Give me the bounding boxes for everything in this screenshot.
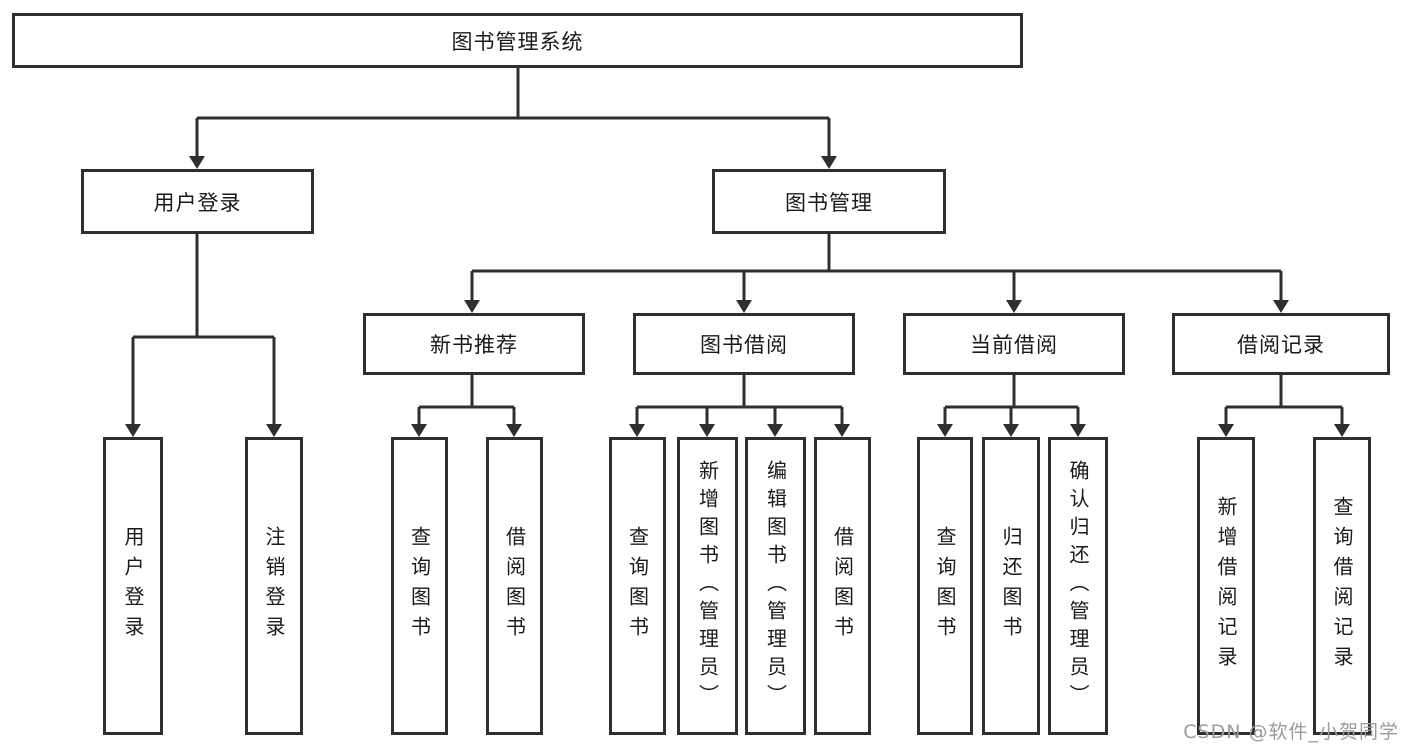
leaf-return-books: 归还图书 bbox=[982, 437, 1040, 735]
leaf-borrow-books-recommend: 借阅图书 bbox=[486, 437, 543, 735]
leaf-add-books-admin: 新增图书（管理员） bbox=[677, 437, 738, 735]
node-current-borrow: 当前借阅 bbox=[903, 313, 1125, 375]
node-new-book-recommend: 新书推荐 bbox=[363, 313, 585, 375]
node-book-borrow: 图书借阅 bbox=[633, 313, 855, 375]
node-library-management-system: 图书管理系统 bbox=[12, 13, 1023, 68]
leaf-query-borrow-record: 查询借阅记录 bbox=[1313, 437, 1371, 735]
leaf-query-books-current: 查询图书 bbox=[917, 437, 973, 735]
leaf-logout: 注销登录 bbox=[245, 437, 303, 735]
node-user-login: 用户登录 bbox=[81, 169, 314, 234]
leaf-edit-books-admin: 编辑图书（管理员） bbox=[745, 437, 806, 735]
leaf-confirm-return-admin: 确认归还（管理员） bbox=[1048, 437, 1108, 735]
leaf-add-borrow-record: 新增借阅记录 bbox=[1197, 437, 1255, 735]
leaf-query-books-borrow: 查询图书 bbox=[609, 437, 666, 735]
csdn-watermark: CSDN @软件_小贺同学 bbox=[1183, 721, 1399, 743]
leaf-user-login: 用户登录 bbox=[103, 437, 163, 735]
node-book-management: 图书管理 bbox=[712, 169, 946, 234]
leaf-borrow-books: 借阅图书 bbox=[814, 437, 871, 735]
tree-edges bbox=[131, 68, 1344, 425]
node-borrow-records: 借阅记录 bbox=[1172, 313, 1390, 375]
leaf-query-books-recommend: 查询图书 bbox=[391, 437, 448, 735]
arrowheads bbox=[125, 156, 1350, 437]
